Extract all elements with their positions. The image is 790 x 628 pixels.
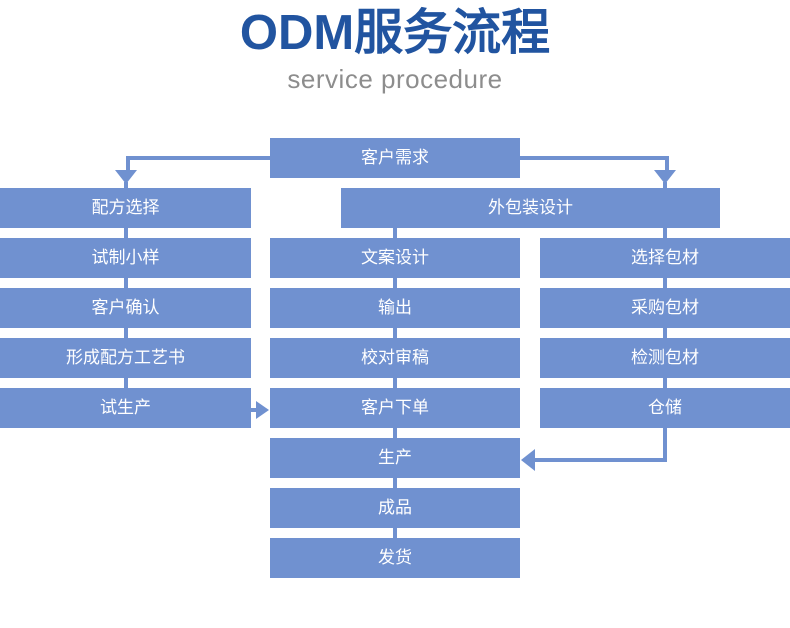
node-purchase-packaging[interactable]: 采购包材 — [540, 288, 790, 328]
node-proofreading[interactable]: 校对审稿 — [270, 338, 520, 378]
node-trial-sample[interactable]: 试制小样 — [0, 238, 251, 278]
arrow-right-to-customer-order — [256, 401, 269, 419]
node-customer-order[interactable]: 客户下单 — [270, 388, 520, 428]
connector-top-left-horizontal — [126, 156, 272, 160]
node-trial-production[interactable]: 试生产 — [0, 388, 251, 428]
node-warehousing[interactable]: 仓储 — [540, 388, 790, 428]
node-production[interactable]: 生产 — [270, 438, 520, 478]
connector-right-arrow-stem — [663, 182, 667, 190]
node-copy-design[interactable]: 文案设计 — [270, 238, 520, 278]
node-select-packaging[interactable]: 选择包材 — [540, 238, 790, 278]
node-package-design[interactable]: 外包装设计 — [341, 188, 720, 228]
page-title: ODM服务流程 — [239, 6, 551, 60]
arrow-down-to-package-design — [654, 170, 676, 184]
node-inspect-packaging[interactable]: 检测包材 — [540, 338, 790, 378]
connector-warehousing-to-production — [533, 458, 667, 462]
node-formula-document[interactable]: 形成配方工艺书 — [0, 338, 251, 378]
connector-top-left-vertical — [126, 156, 130, 172]
node-shipment[interactable]: 发货 — [270, 538, 520, 578]
node-finished-product[interactable]: 成品 — [270, 488, 520, 528]
connector-top-right-vertical — [665, 156, 669, 172]
arrow-left-to-production — [521, 449, 535, 471]
page-subtitle: service procedure — [287, 64, 503, 94]
connector-top-right-horizontal — [518, 156, 669, 160]
page-header: ODM服务流程 service procedure — [0, 0, 790, 96]
node-output[interactable]: 输出 — [270, 288, 520, 328]
node-formula-selection[interactable]: 配方选择 — [0, 188, 251, 228]
connector-package-design-to-copy-design — [393, 226, 397, 240]
connector-center-chain — [393, 226, 397, 542]
arrow-down-to-formula-selection — [115, 170, 137, 184]
node-customer-requirement[interactable]: 客户需求 — [270, 138, 520, 178]
connector-left-arrow-stem — [124, 182, 128, 190]
node-customer-confirm[interactable]: 客户确认 — [0, 288, 251, 328]
